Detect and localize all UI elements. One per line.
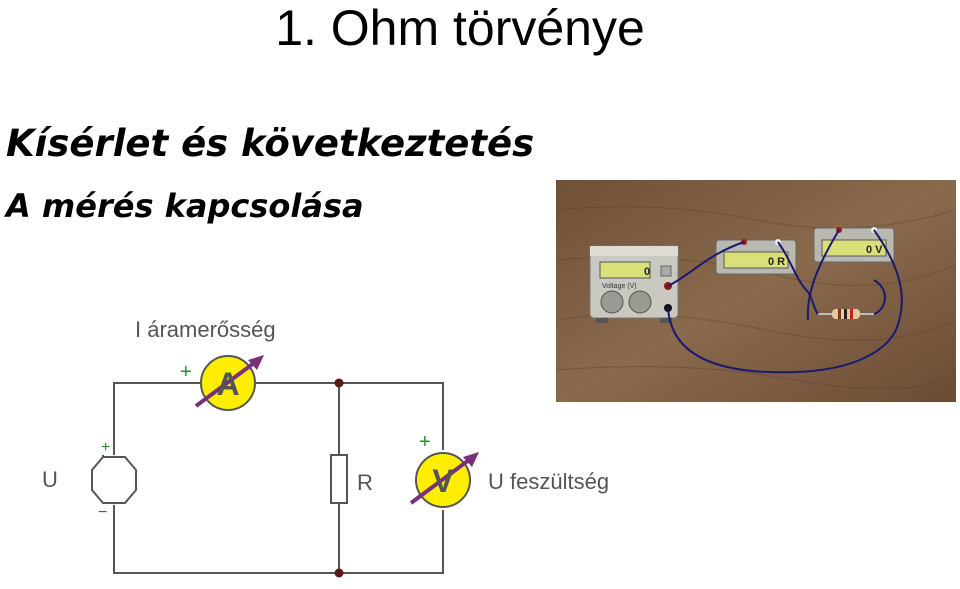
source-display-value: 0 (644, 266, 650, 278)
source-label: U (42, 467, 58, 492)
voltmeter-plus-sign: + (419, 431, 431, 453)
voltage-meter (813, 227, 895, 263)
circuit-wires (113, 382, 444, 574)
junction-bottom (334, 568, 344, 578)
voltage-knob-label: Voltage (V) (602, 283, 637, 290)
voltmeter-letter: V (432, 463, 454, 499)
slide-title: 1. Ohm törvénye (0, 0, 960, 56)
voltmeter-symbol (409, 452, 479, 508)
ammeter-symbol (194, 355, 264, 411)
power-supply (589, 245, 679, 323)
voltage-label: U feszültség (488, 469, 609, 494)
connection-wires (667, 229, 903, 374)
circuit-diagram: + − U R I áramerősség + A + V U feszülts… (42, 317, 609, 578)
resistor-component (818, 309, 874, 319)
slide-title-text: 1. Ohm törvénye (275, 0, 645, 56)
source-plus-sign: + (101, 439, 110, 456)
section-heading: A mérés kapcsolása (6, 187, 364, 225)
junction-top (334, 378, 344, 388)
resistor-label: R (357, 470, 373, 495)
ammeter-letter: A (216, 366, 239, 402)
current-label: I áramerősség (135, 317, 276, 342)
slide-subtitle: Kísérlet és következtetés (6, 122, 535, 165)
volt-display-value: 0 V (866, 244, 883, 256)
ohm-display-value: 0 R (768, 256, 785, 268)
resistance-meter (715, 239, 797, 275)
ammeter-plus-sign: + (180, 361, 192, 383)
resistor-symbol (330, 454, 348, 504)
source-minus-sign: − (98, 504, 107, 521)
experiment-photo: 0 Voltage (V) 0 R 0 V (556, 180, 956, 402)
voltage-source-symbol (91, 455, 137, 504)
